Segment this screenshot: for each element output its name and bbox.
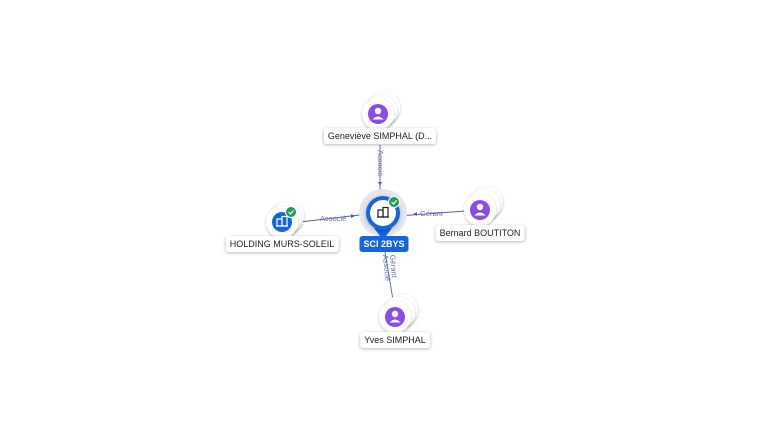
- edge-bernard: Gérant: [397, 209, 467, 218]
- node-label-holding[interactable]: HOLDING MURS-SOLEIL: [225, 236, 339, 252]
- edge-genevieve: Associé: [376, 145, 385, 190]
- person-icon: [385, 307, 405, 327]
- node-label-bernard[interactable]: Bernard BOUTITON: [435, 225, 525, 241]
- node-holding[interactable]: [266, 200, 304, 238]
- person-icon: [470, 200, 490, 220]
- building-icon: [272, 212, 292, 232]
- edge-label: Associé: [381, 254, 392, 281]
- node-yves[interactable]: [379, 294, 418, 333]
- edge-arrow: [351, 214, 355, 218]
- edge-label: Gérant: [420, 209, 444, 218]
- verified-badge-icon: [388, 196, 400, 208]
- edge-yves: Gérant Associé: [381, 251, 399, 301]
- node-genevieve[interactable]: [362, 92, 400, 130]
- node-label-genevieve[interactable]: Geneviève SIMPHAL (D...: [323, 128, 437, 144]
- edge-arrow: [378, 182, 382, 186]
- person-icon: [368, 104, 388, 124]
- edge-arrow: [413, 212, 417, 216]
- node-label-yves[interactable]: Yves SIMPHAL: [360, 332, 430, 348]
- building-icon: [377, 206, 389, 218]
- pin-tail: [374, 228, 392, 240]
- verified-badge-icon: [285, 206, 297, 218]
- edge-label: Gérant: [388, 254, 399, 279]
- edge-label: Associé: [376, 150, 385, 176]
- edge-holding: Associé: [299, 213, 369, 223]
- node-center[interactable]: [359, 189, 407, 240]
- edge-label: Associé: [320, 214, 346, 223]
- node-bernard[interactable]: [464, 186, 503, 226]
- node-label-center[interactable]: SCI 2BYS: [359, 236, 409, 252]
